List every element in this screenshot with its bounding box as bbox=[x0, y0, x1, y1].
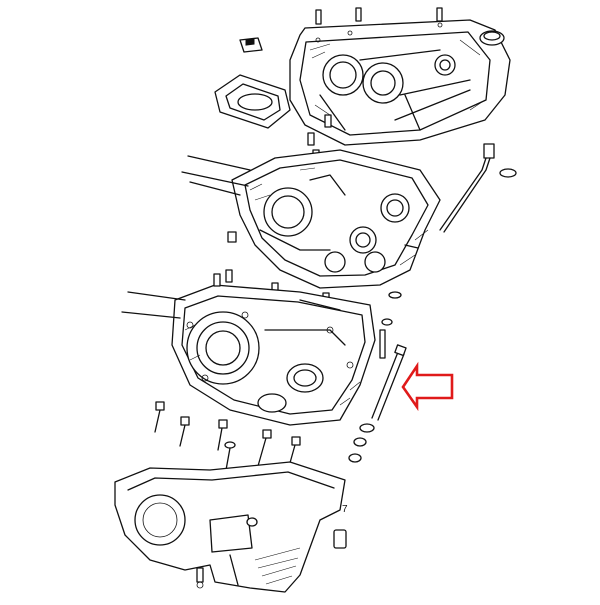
lower-crankcase bbox=[121, 269, 376, 426]
highlighted-bolt bbox=[371, 318, 407, 421]
dipstick bbox=[439, 143, 517, 233]
washers-nuts bbox=[348, 423, 375, 463]
middle-crankcase bbox=[181, 149, 441, 289]
bottom-cover bbox=[114, 461, 347, 593]
red-highlight-arrow bbox=[401, 361, 454, 412]
top-studs bbox=[315, 7, 443, 25]
bearing-cap bbox=[479, 30, 505, 46]
rubber-block bbox=[239, 37, 263, 53]
lower-bolt-row bbox=[154, 401, 301, 471]
top-case-cover bbox=[289, 19, 511, 146]
callout-number: 7 bbox=[342, 504, 348, 515]
inspection-plate bbox=[214, 74, 291, 129]
